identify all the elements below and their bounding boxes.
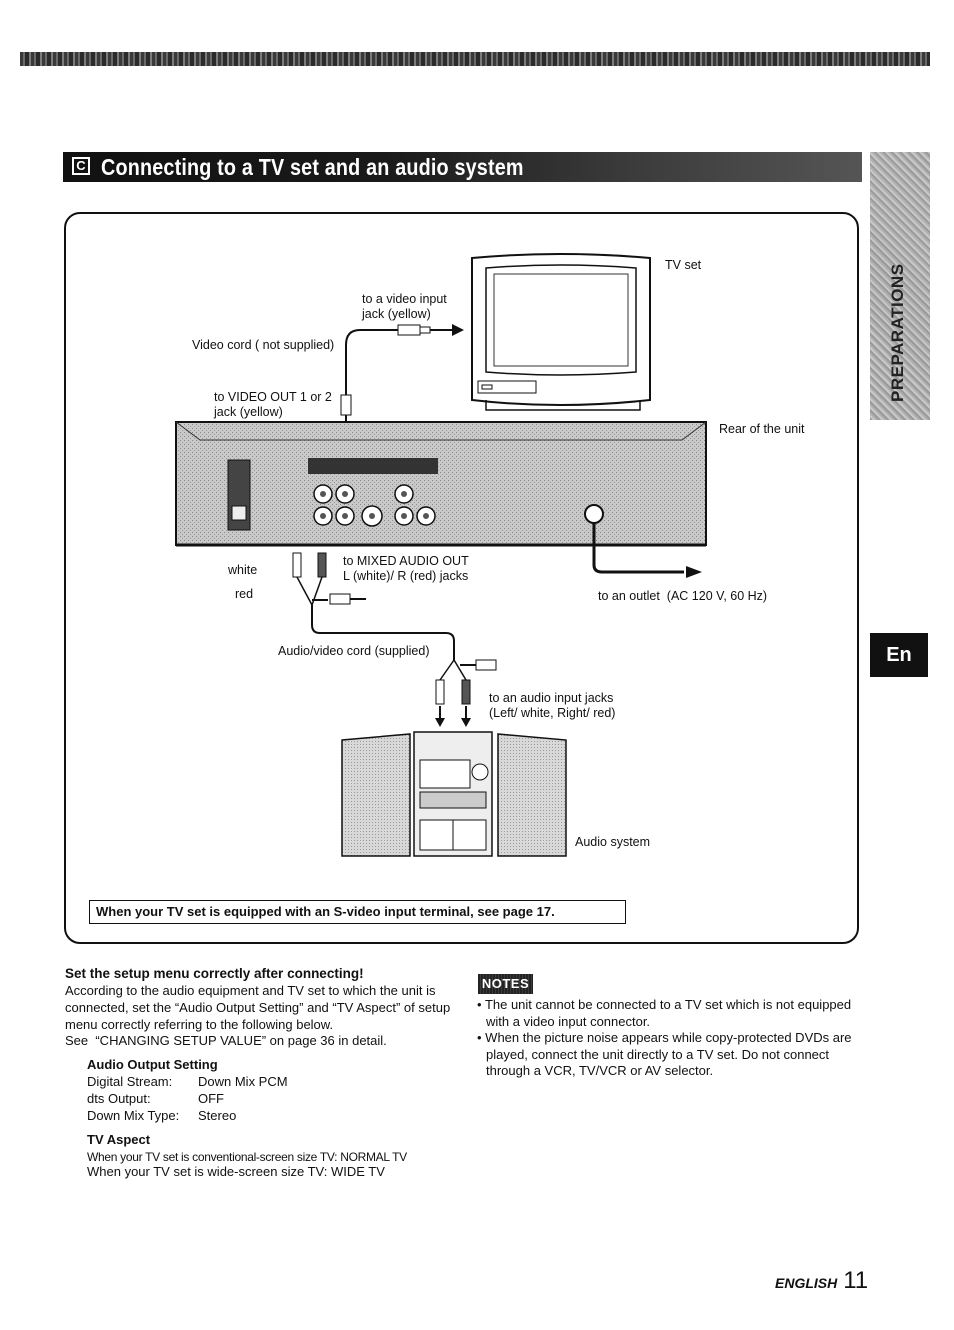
label-rear-unit: Rear of the unit [719, 422, 805, 436]
tv-aspect-line: When your TV set is conventional-screen … [87, 1150, 407, 1164]
note-text: The unit cannot be connected to a TV set… [484, 997, 852, 1029]
label-mixed-audio-out: to MIXED AUDIO OUT L (white)/ R (red) ja… [343, 554, 469, 583]
audio-video-cord [292, 552, 497, 727]
label-video-input: to a video input jack (yellow) [362, 292, 447, 321]
label-av-cord: Audio/video cord (supplied) [278, 644, 430, 658]
unit-rear-panel [175, 421, 707, 547]
setting-value: Stereo [198, 1108, 237, 1123]
footer-language: ENGLISH [775, 1275, 838, 1291]
notes-badge: NOTES [478, 974, 533, 994]
setting-key: dts Output: [87, 1091, 151, 1106]
note-text: When the picture noise appears while cop… [485, 1030, 852, 1079]
setting-key: Down Mix Type: [87, 1108, 180, 1123]
tv-set-illustration [471, 253, 651, 411]
audio-output-heading: Audio Output Setting [87, 1057, 218, 1072]
tv-aspect-heading: TV Aspect [87, 1132, 151, 1147]
label-video-cord: Video cord ( not supplied) [192, 338, 335, 352]
label-outlet: to an outlet (AC 120 V, 60 Hz) [598, 589, 768, 603]
tv-aspect-line: When your TV set is wide-screen size TV:… [87, 1164, 385, 1179]
page-footer: ENGLISH 11 [775, 1267, 868, 1295]
language-tab: En [870, 633, 928, 677]
svideo-note: When your TV set is equipped with an S-v… [89, 900, 626, 924]
audio-system-illustration [341, 731, 567, 857]
power-cord [592, 523, 702, 578]
note-item: • The unit cannot be connected to a TV s… [477, 997, 852, 1029]
section-title-bar: C Connecting to a TV set and an audio sy… [63, 152, 862, 182]
setup-heading: Set the setup menu correctly after conne… [65, 966, 364, 981]
label-video-out: to VIDEO OUT 1 or 2 jack (yellow) [214, 390, 332, 419]
setting-key: Digital Stream: [87, 1074, 173, 1089]
label-audio-input: to an audio input jacks (Left/ white, Ri… [489, 691, 616, 720]
side-tab-preparations: PREPARATIONS [870, 152, 930, 420]
label-tv-set: TV set [665, 258, 702, 272]
diagram-frame [64, 212, 859, 944]
section-badge: C [72, 157, 90, 175]
notes-list: • The unit cannot be connected to a TV s… [477, 997, 867, 1080]
note-item: • When the picture noise appears while c… [477, 1030, 852, 1079]
setting-value: Down Mix PCM [198, 1074, 288, 1089]
top-decorative-bar [20, 52, 930, 66]
label-audio-system: Audio system [575, 835, 651, 849]
page-number: 11 [843, 1267, 869, 1294]
setup-intro: According to the audio equipment and TV … [65, 983, 451, 1049]
setting-value: OFF [198, 1091, 224, 1106]
label-white: white [228, 563, 258, 577]
label-red: red [235, 587, 254, 601]
section-title: Connecting to a TV set and an audio syst… [101, 154, 524, 180]
